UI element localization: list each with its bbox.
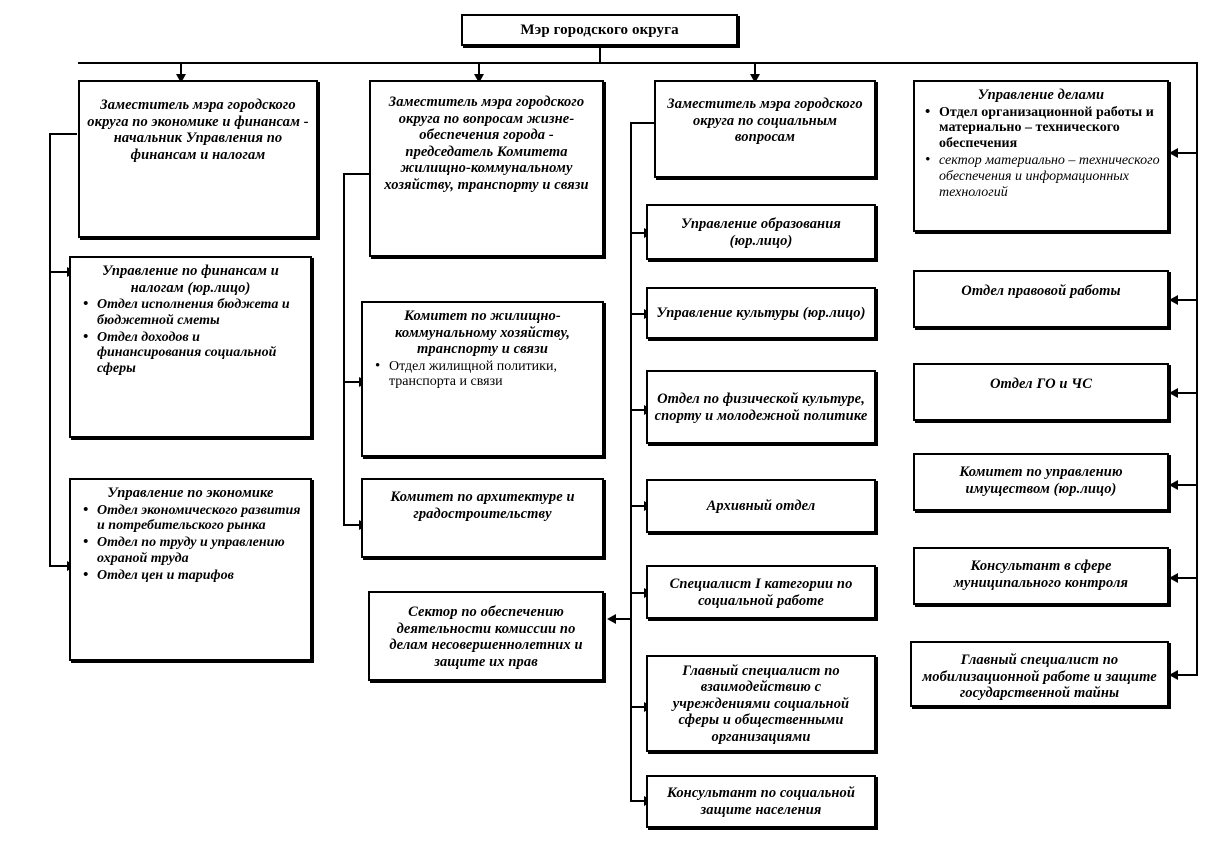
box-chief-specialist-social-sphere[interactable]: Главный специалист по взаимодействию с у… [646, 655, 876, 752]
list-item: сектор материально – технического обеспе… [925, 152, 1161, 200]
arrow-left-col4-go-chs [1169, 388, 1178, 398]
box-deputy-social[interactable]: Заместитель мэра городского округа по со… [654, 80, 876, 178]
box-title: Комитет по управлению имуществом (юр.лиц… [959, 464, 1123, 497]
connector-drop-col2 [478, 62, 480, 77]
connector-drop-col3 [754, 62, 756, 77]
list-item: Отдел по труду и управлению охраной труд… [83, 534, 304, 567]
connector-col3-to-chief [630, 706, 646, 708]
arrow-left-col4-legal [1169, 295, 1178, 305]
box-title: Комитет по жилищно-коммунальному хозяйст… [395, 308, 570, 358]
connector-col4-to-go-chs [1178, 392, 1198, 394]
arrow-left-col4-control [1169, 573, 1178, 583]
connector-col4-to-property [1178, 484, 1198, 486]
arrow-down-col1 [176, 74, 186, 83]
list-item: Отдел жилищной политики, транспорта и св… [375, 358, 596, 391]
connector-col3-to-sport [630, 409, 646, 411]
box-title: Архивный отдел [706, 498, 816, 515]
connector-col1-bus [49, 133, 51, 567]
box-civil-defense-department[interactable]: Отдел ГО и ЧС [913, 363, 1169, 421]
box-title: Консультант по социальной защите населен… [666, 785, 856, 818]
list-item: Отдел цен и тарифов [83, 567, 304, 584]
arrow-left-col4-property [1169, 480, 1178, 490]
connector-col3-tap [630, 122, 654, 124]
box-mayor[interactable]: Мэр городского округа [461, 14, 738, 46]
box-items: Отдел организационной работы и материаль… [921, 104, 1161, 201]
connector-col2-bus [343, 173, 345, 526]
connector-col2-to-zkh [343, 381, 361, 383]
box-culture-department[interactable]: Управление культуры (юр.лицо) [646, 287, 876, 339]
arrow-down-col3 [750, 74, 760, 83]
box-economy-department[interactable]: Управление по экономике Отдел экономичес… [69, 478, 312, 661]
box-administration-affairs[interactable]: Управление делами Отдел организационной … [913, 80, 1169, 232]
box-title: Главный специалист по взаимодействию с у… [672, 662, 850, 745]
connector-col4-to-admin [1178, 152, 1198, 154]
arrow-down-col2 [474, 74, 484, 83]
box-architecture-committee[interactable]: Комитет по архитектуре и градостроительс… [361, 478, 604, 558]
connector-root-stem [599, 46, 601, 63]
box-education-department[interactable]: Управление образования (юр.лицо) [646, 204, 876, 260]
box-deputy-life-support[interactable]: Заместитель мэра городского округа по во… [369, 80, 604, 257]
connector-col3-to-consultant [630, 800, 646, 802]
connector-col1-to-finance [49, 271, 69, 273]
box-deputy-economics[interactable]: Заместитель мэра городского округа по эк… [78, 80, 318, 238]
box-mobilization-specialist[interactable]: Главный специалист по мобилизационной ра… [910, 641, 1169, 707]
connector-main-bus [78, 62, 1198, 64]
box-title: Отдел по физической культуре, спорту и м… [654, 390, 868, 424]
box-municipal-control-consultant[interactable]: Консультант в сфере муниципального контр… [913, 547, 1169, 605]
list-item: Отдел доходов и финансирования социально… [83, 329, 304, 377]
box-title: Главный специалист по мобилизационной ра… [922, 652, 1157, 702]
connector-col2-tap [343, 173, 369, 175]
list-item: Отдел исполнения бюджета и бюджетной сме… [83, 296, 304, 329]
box-finance-department[interactable]: Управление по финансам и налогам (юр.лиц… [69, 256, 312, 438]
connector-col4-to-mobilization [1178, 674, 1198, 676]
box-title: Комитет по архитектуре и градостроительс… [390, 489, 575, 522]
box-title: Отдел ГО и ЧС [989, 376, 1093, 392]
connector-col1-to-economy [49, 565, 69, 567]
box-social-work-specialist[interactable]: Специалист I категории по социальной раб… [646, 565, 876, 619]
arrow-left-sektor [607, 614, 616, 624]
box-items: Отдел экономического развития и потребит… [77, 502, 304, 584]
box-title: Управление образования (юр.лицо) [681, 215, 841, 249]
box-title: Специалист I категории по социальной раб… [669, 575, 853, 609]
connector-col4-to-control [1178, 577, 1198, 579]
connector-col1-tap [49, 133, 77, 135]
connector-col3-to-archive [630, 505, 646, 507]
box-title: Управление по экономике [107, 485, 274, 501]
box-title: Консультант в сфере муниципального контр… [953, 558, 1129, 591]
list-item: Отдел экономического развития и потребит… [83, 502, 304, 535]
arrow-left-col4-admin [1169, 148, 1178, 158]
box-minors-commission-sector[interactable]: Сектор по обеспечению деятельности комис… [368, 591, 604, 681]
box-title: Заместитель мэра городского округа по во… [384, 94, 589, 193]
box-sport-department[interactable]: Отдел по физической культуре, спорту и м… [646, 370, 876, 444]
box-zkh-committee[interactable]: Комитет по жилищно-коммунальному хозяйст… [361, 301, 604, 457]
connector-col3-to-culture [630, 313, 646, 315]
box-items: Отдел жилищной политики, транспорта и св… [369, 358, 596, 391]
box-title: Мэр городского округа [520, 21, 679, 38]
connector-drop-col1 [180, 62, 182, 77]
box-title: Заместитель мэра городского округа по со… [667, 96, 863, 146]
box-title: Управление культуры (юр.лицо) [656, 305, 866, 322]
arrow-left-col4-mobilization [1169, 670, 1178, 680]
box-title: Отдел правовой работы [961, 283, 1121, 299]
box-title: Управление по финансам и налогам (юр.лиц… [102, 263, 279, 296]
box-legal-work-department[interactable]: Отдел правовой работы [913, 270, 1169, 328]
list-item: Отдел организационной работы и материаль… [925, 104, 1161, 152]
connector-col3-to-sektor [616, 618, 632, 620]
connector-col4-to-legal [1178, 299, 1198, 301]
connector-col3-to-specialist [630, 592, 646, 594]
connector-col4-bus [1196, 62, 1198, 674]
box-items: Отдел исполнения бюджета и бюджетной сме… [77, 296, 304, 377]
box-property-management-committee[interactable]: Комитет по управлению имуществом (юр.лиц… [913, 453, 1169, 511]
connector-col3-to-education [630, 232, 646, 234]
box-social-protection-consultant[interactable]: Консультант по социальной защите населен… [646, 775, 876, 828]
box-title: Сектор по обеспечению деятельности комис… [389, 604, 583, 670]
connector-bus-left-cap [78, 62, 80, 64]
box-title: Заместитель мэра городского округа по эк… [87, 97, 309, 163]
connector-col2-to-arch [343, 524, 361, 526]
connector-col3-bus [630, 122, 632, 802]
box-title: Управление делами [977, 87, 1105, 103]
box-archive-department[interactable]: Архивный отдел [646, 479, 876, 533]
